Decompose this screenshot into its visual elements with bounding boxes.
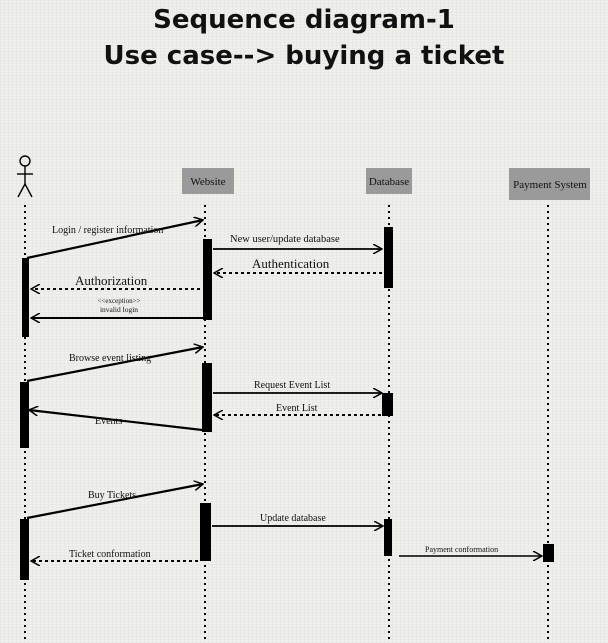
message-login-label: Login / register information <box>52 225 163 236</box>
participant-database: Database <box>366 168 412 194</box>
participant-database-label: Database <box>369 176 409 188</box>
arrow-login <box>26 220 203 260</box>
message-exception-stereotype: <<exception>> <box>97 297 140 305</box>
activation-database-3 <box>384 519 392 556</box>
activation-database-2 <box>382 393 393 416</box>
arrow-events <box>29 410 212 433</box>
message-new-user-label: New user/update database <box>230 234 340 245</box>
activation-user-1 <box>22 258 29 337</box>
user-actor-icon <box>17 155 33 198</box>
diagram-subtitle: Use case--> buying a ticket <box>103 41 505 71</box>
activation-website-3 <box>200 503 211 561</box>
message-request-event-label: Request Event List <box>254 380 330 391</box>
participant-payment-label: Payment System <box>513 179 587 191</box>
arrow-buy <box>26 484 203 520</box>
message-ticket-conf-label: Ticket conformation <box>69 549 151 560</box>
diagram-title: Sequence diagram-1 <box>153 5 455 35</box>
activation-payment-1 <box>543 544 554 562</box>
activation-user-3 <box>20 519 29 580</box>
message-payment-conf-label: Payment conformation <box>425 545 498 554</box>
arrow-browse <box>26 347 203 383</box>
participant-payment-system: Payment System <box>509 168 590 200</box>
activation-website-1 <box>203 239 212 320</box>
activation-user-2 <box>20 382 29 448</box>
message-event-list-label: Event List <box>276 403 318 414</box>
activation-website-2 <box>202 363 212 432</box>
message-buy-label: Buy Tickets <box>88 490 136 501</box>
message-events-label: Events <box>95 416 122 427</box>
message-authorization-label: Authorization <box>75 273 148 288</box>
message-invalid-login-label: invalid login <box>100 305 138 314</box>
message-update-db-label: Update database <box>260 513 326 524</box>
activation-database-1 <box>384 227 393 288</box>
participant-website-label: Website <box>190 176 225 188</box>
participant-website: Website <box>182 168 234 194</box>
message-authentication-label: Authentication <box>252 256 330 271</box>
message-browse-label: Browse event listing <box>69 353 151 364</box>
